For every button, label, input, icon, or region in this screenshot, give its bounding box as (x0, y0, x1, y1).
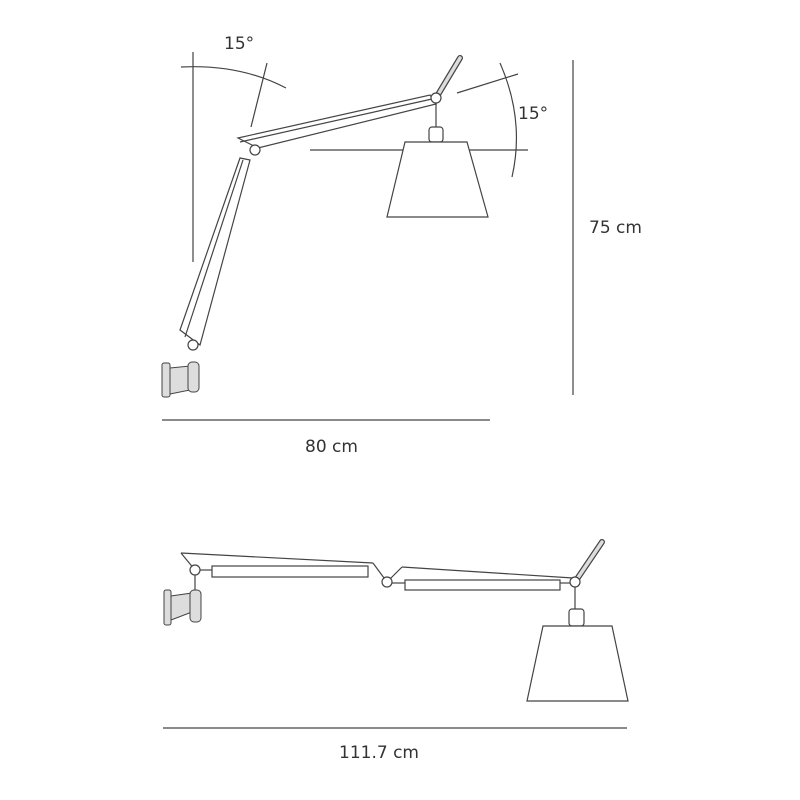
base-joint (189, 564, 201, 576)
lamp-shade (386, 141, 489, 218)
angle-arc-right (499, 62, 518, 178)
wall-bracket (189, 589, 202, 623)
top-lamp-drawing (161, 52, 574, 421)
angle-tick-left (250, 62, 268, 128)
angle-tick-right (456, 73, 519, 94)
base-joint (187, 339, 199, 351)
height-label: 75 cm (589, 218, 642, 238)
lamp-socket (428, 126, 444, 143)
bottom-lamp-drawing (163, 539, 629, 729)
upper-arm-cable (239, 98, 433, 143)
head-joint (430, 92, 442, 104)
elbow-joint (249, 144, 261, 156)
angle-arc-left (180, 66, 287, 89)
upper-arm (236, 94, 437, 149)
angle-label-left: 15° (224, 34, 255, 54)
width-label-bottom: 111.7 cm (339, 743, 419, 763)
cable-1 (180, 552, 374, 564)
wall-plate (163, 589, 172, 626)
lamp-shade (526, 625, 629, 702)
width-label-top: 80 cm (305, 437, 358, 457)
lower-arm-cable (184, 159, 244, 338)
head-joint (569, 576, 581, 588)
lamp-socket (568, 608, 585, 627)
wall-bracket (187, 361, 200, 393)
lower-arm (179, 157, 251, 347)
cable-2 (401, 566, 574, 579)
wall-plate (161, 362, 171, 398)
elbow-joint (381, 576, 393, 588)
arm-tube-1 (211, 565, 369, 578)
angle-label-right: 15° (518, 104, 549, 124)
arm-tube-2 (404, 579, 561, 591)
